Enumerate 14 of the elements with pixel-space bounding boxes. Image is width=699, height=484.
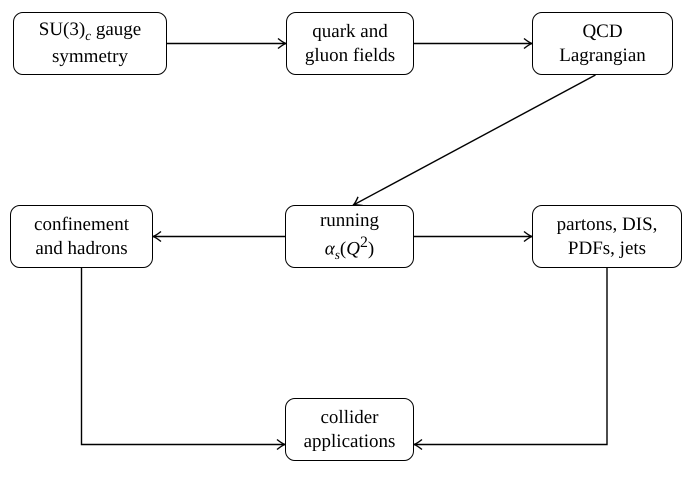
process-box xyxy=(286,12,414,75)
box-label: collider applications xyxy=(302,406,396,454)
box-label: confinement and hadrons xyxy=(33,212,130,260)
box-label: partons, DIS, PDFs, jets xyxy=(556,212,658,260)
process-box xyxy=(10,205,153,268)
box-label: running α$_{s}$(Q$^{2}$) xyxy=(318,209,380,264)
process-box xyxy=(532,12,673,75)
process-box xyxy=(285,398,414,461)
process-box xyxy=(13,12,167,75)
process-box xyxy=(285,205,414,268)
process-box xyxy=(532,205,682,268)
box-label: quark and gluon fields xyxy=(304,20,396,68)
box-label: SU(3)$_{c}$ gauge symmetry xyxy=(38,18,142,69)
box-label: QCD Lagrangian xyxy=(558,20,647,68)
